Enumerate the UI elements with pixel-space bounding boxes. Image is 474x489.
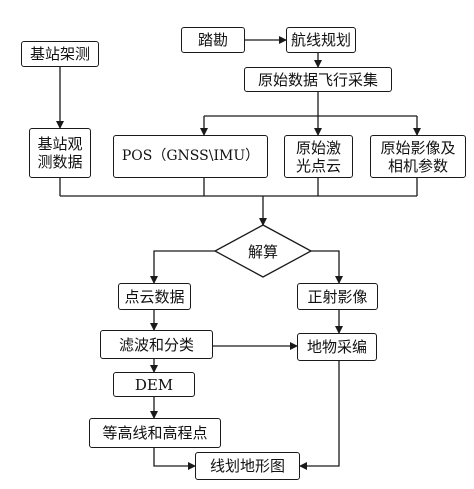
base-station-data-label-line1: 基站观 <box>37 135 83 153</box>
contour-elevation-label: 等高线和高程点 <box>102 424 208 442</box>
feature-collect-label: 地物采编 <box>306 338 367 356</box>
raw-data-flight-box: 原始数据飞行采集 <box>244 67 392 92</box>
line-map-box: 线划地形图 <box>195 452 300 480</box>
pos-label: POS（GNSS\IMU） <box>121 148 260 165</box>
arrow-solve-to-point-cloud <box>150 250 215 284</box>
base-station-setup-label: 基站架测 <box>29 45 90 63</box>
filter-classify-label: 滤波和分类 <box>118 335 194 354</box>
dem-box: DEM <box>113 372 195 397</box>
feature-collect-box: 地物采编 <box>297 333 377 361</box>
raw-laser-label-line1: 原始激 <box>295 138 341 157</box>
arrow-solve-to-ortho <box>311 250 343 284</box>
raw-image-label-line2: 相机参数 <box>387 156 448 175</box>
raw-image-box: 原始影像及 相机参数 <box>370 135 466 178</box>
raw-data-flight-label: 原始数据飞行采集 <box>257 70 378 89</box>
raw-laser-box: 原始激 光点云 <box>284 135 353 178</box>
filter-classify-box: 滤波和分类 <box>100 330 213 359</box>
route-planning-label: 航线规划 <box>290 31 351 49</box>
base-station-data-box: 基站观 测数据 <box>29 128 91 178</box>
pos-box: POS（GNSS\IMU） <box>113 135 268 178</box>
arrow-feature-to-line-map <box>299 361 340 470</box>
point-cloud-box: 点云数据 <box>118 283 191 310</box>
arrow-contour-to-line-map <box>153 448 196 470</box>
base-station-setup-box: 基站架测 <box>21 41 99 67</box>
survey-box: 踏勘 <box>181 27 245 53</box>
point-cloud-label: 点云数据 <box>124 287 185 306</box>
base-station-data-label-line2: 测数据 <box>37 153 83 171</box>
survey-label: 踏勘 <box>197 31 228 49</box>
solve-diamond <box>213 224 313 278</box>
route-planning-box: 航线规划 <box>286 27 356 53</box>
ortho-image-box: 正射影像 <box>297 283 378 310</box>
contour-elevation-box: 等高线和高程点 <box>89 418 221 448</box>
solve-label: 解算 <box>248 243 279 261</box>
raw-image-label-line1: 原始影像及 <box>380 138 456 157</box>
dem-label: DEM <box>134 375 174 394</box>
ortho-image-label: 正射影像 <box>307 287 368 306</box>
raw-laser-label-line2: 光点云 <box>295 156 341 175</box>
line-map-label: 线划地形图 <box>209 457 285 475</box>
